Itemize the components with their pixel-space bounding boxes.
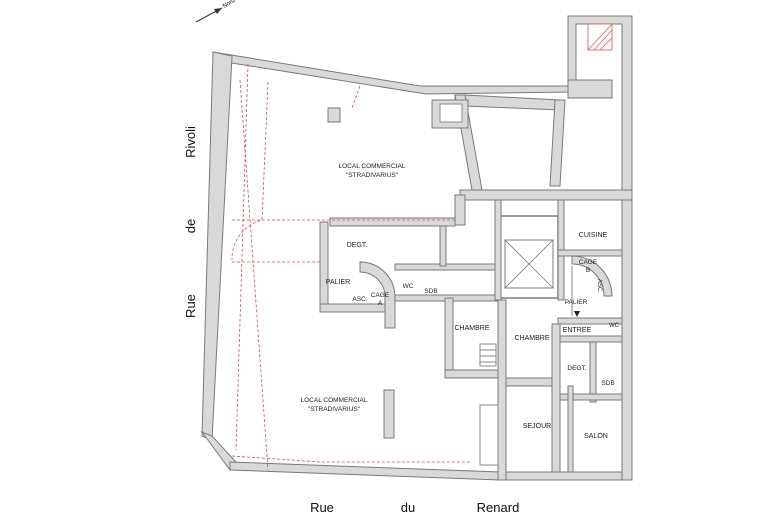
outer-walls: [200, 15, 633, 481]
north-arrow: Nord: [195, 0, 236, 23]
room-cage-b-line1: CAGE: [579, 259, 598, 266]
room-degt-right: DEGT.: [567, 365, 586, 372]
street-renard: Rue du Renard: [310, 500, 519, 515]
room-sejour: SEJOUR: [523, 423, 551, 430]
street-renard-word-1: Rue: [310, 500, 334, 515]
room-local-top-line2: "STRADIVARIUS": [346, 172, 399, 179]
street-rivoli-word-2: de: [183, 219, 198, 233]
room-chambre-left: CHAMBRE: [454, 325, 489, 332]
room-cage-b-line2: B: [586, 267, 590, 274]
room-sdb-right: SDB: [601, 380, 614, 387]
room-degt-left: DEGT.: [347, 242, 368, 249]
room-asc-right: ASC.: [596, 279, 602, 293]
room-palier-right: PALIER: [565, 299, 588, 306]
street-rivoli: Rivoli de Rue: [183, 126, 198, 318]
inner-walls: [319, 94, 633, 481]
entry-arrow-icon: [574, 311, 580, 317]
north-label: Nord: [222, 0, 236, 10]
dimension-lines: [231, 63, 470, 471]
street-renard-word-3: Renard: [477, 500, 520, 515]
room-cage-a-line2: A: [378, 300, 383, 307]
street-rivoli-word-3: Rue: [183, 294, 198, 318]
room-local-bottom-line1: LOCAL COMMERCIAL: [301, 397, 368, 404]
room-labels: LOCAL COMMERCIAL "STRADIVARIUS" LOCAL CO…: [301, 163, 620, 440]
room-salon: SALON: [584, 433, 608, 440]
street-rivoli-word-1: Rivoli: [183, 126, 198, 158]
room-local-top-line1: LOCAL COMMERCIAL: [339, 163, 406, 170]
room-local-bottom-line2: "STRADIVARIUS": [308, 406, 361, 413]
room-chambre-right: CHAMBRE: [514, 335, 549, 342]
room-cage-a-line1: CAGE: [371, 292, 390, 299]
room-sdb-left: SDB: [424, 288, 437, 295]
room-asc-left: ASC.: [352, 296, 367, 303]
room-cuisine: CUISINE: [579, 232, 608, 239]
room-wc-right: WC: [609, 323, 620, 329]
street-renard-word-2: du: [401, 500, 415, 515]
room-wc-left: WC: [403, 283, 414, 290]
room-palier-left: PALIER: [326, 279, 350, 286]
room-entree: ENTREE: [563, 327, 592, 334]
